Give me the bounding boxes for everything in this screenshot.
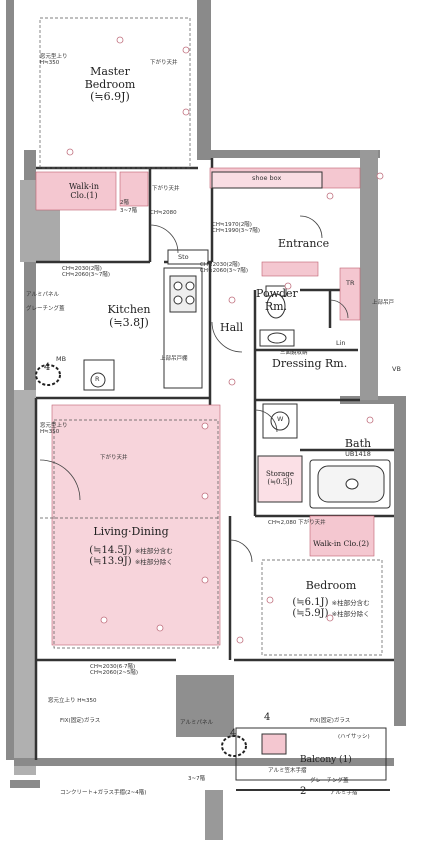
mb-label: MB — [56, 355, 67, 363]
storage-box — [257, 455, 303, 503]
ann-grating-cover: グレーチング蓋 — [26, 306, 65, 312]
ann-fix-glass-balcony: FIX(固定)ガラス — [310, 718, 351, 724]
bath-label: Bath UB1418 — [336, 437, 380, 458]
living-dining-size-1-row: (≒14.5J) ※柱部分含む — [76, 545, 186, 557]
living-dining-size-1: (≒14.5J) — [89, 544, 132, 556]
ann-floor-3-7-bal: 3~7階 — [188, 776, 206, 782]
entrance-label: Entrance — [278, 237, 330, 250]
ann-window-top-master-1: 窓元型上り — [40, 54, 68, 60]
marker-4-kitchen: 4 — [44, 362, 51, 373]
ann-window-top-ld-1: 窓元型上り — [40, 423, 68, 429]
ann-aluminum-rail: アルミ手摺 — [330, 790, 358, 796]
bedroom-note-2: ※柱部分除く — [331, 610, 370, 619]
balcony — [235, 727, 390, 791]
master-bedroom-name-2: Bedroom — [84, 77, 136, 91]
master-bedroom-name-1: Master — [90, 65, 130, 78]
exterior-walls — [6, 0, 406, 840]
powder-rm-name-2: Rm. — [264, 299, 288, 313]
fridge — [83, 359, 115, 391]
outlets — [66, 36, 384, 644]
balcony-label: Balcony (1) — [300, 755, 352, 765]
shoe-box-label: shoe box — [252, 174, 282, 182]
tr-label: TR — [346, 279, 355, 287]
ann-aluminum-panel: アルミパネル — [26, 292, 59, 298]
marker-2-balcony: 2 — [300, 786, 307, 797]
sto-label: Sto — [178, 253, 189, 261]
kitchen-counter — [163, 249, 209, 389]
living-dining-note-2: ※柱部分除く — [134, 558, 173, 567]
living-dining-size-2-row: (≒13.9J) ※柱部分除く — [76, 556, 186, 568]
ann-ch-2030-kitchen: CH≒2030(2階) CH≒2060(3~7階) — [62, 266, 110, 279]
marker-4-balcony-2: 4 — [264, 712, 271, 723]
washer-box — [262, 403, 298, 439]
bedroom-size-1-row: (≒6.1J) ※柱部分含む — [276, 597, 386, 609]
ann-upper-cupboard: 上部吊戸棚 — [160, 356, 188, 362]
walkin-clo1-label: Walk-in Clo.(1) — [64, 182, 104, 200]
kitchen-label: Kitchen (≒3.8J) — [104, 303, 154, 329]
walkin-clo1-name-2: Clo.(1) — [70, 191, 98, 201]
bedroom-label: Bedroom (≒6.1J) ※柱部分含む (≒5.9J) ※柱部分除く — [276, 579, 386, 620]
ann-ceiling-drop-master: 下がり天井 — [150, 60, 178, 66]
ann-double-sash: (ハイサッシ) — [338, 734, 370, 740]
ann-aluminum-panel-bal: アルミパネル — [180, 720, 213, 726]
ann-window-top-ld: 窓元型上り H≒350 — [40, 423, 68, 436]
ann-ceiling-drop-clo: 下がり天井 — [152, 186, 180, 192]
bath-model: UB1418 — [345, 449, 371, 458]
storage-label: Storage (≒0.5J) — [260, 470, 300, 486]
ann-upper-cabinet: 上部吊戸 — [372, 300, 395, 306]
ceiling-outline — [39, 17, 383, 656]
storage-name: Storage — [266, 470, 294, 478]
ann-ch-2080: CH≒2080 — [150, 210, 177, 216]
master-bedroom-label: Master Bedroom (≒6.9J) — [80, 65, 140, 104]
bedroom-name: Bedroom — [305, 579, 357, 592]
ann-window-top-bottom: 窓元立上り H≒350 — [48, 698, 97, 704]
master-bedroom-size: (≒6.9J) — [90, 90, 130, 104]
bedroom-size-1: (≒6.1J) — [292, 596, 329, 608]
bedroom-note-1: ※柱部分含む — [331, 598, 370, 607]
living-dining-name: Living·Dining — [93, 525, 169, 538]
bath-name: Bath — [344, 437, 372, 450]
ann-aluminum-handrail: アルミ笠木手摺 — [268, 768, 307, 774]
ann-grating-cover-bal: グレーチング蓋 — [310, 778, 349, 784]
powder-rm-name-1: Powder — [256, 287, 298, 300]
toilet — [265, 285, 287, 319]
bedroom-size-2-row: (≒5.9J) ※柱部分除く — [276, 608, 386, 620]
ann-bedroom-ch: CH≒2,080 下がり天井 — [268, 520, 326, 526]
dressing-rm-label: Dressing Rm. — [272, 357, 348, 370]
ann-concrete-glass-rail: コンクリート+ガラス手摺(2~4階) — [60, 790, 147, 796]
marker-4-balcony-1: 4 — [230, 728, 237, 739]
ann-window-top-master-2: H≒350 — [40, 60, 60, 67]
lin-label: Lin — [336, 339, 346, 347]
ann-window-top-ld-2: H≒350 — [40, 429, 60, 436]
fridge-label: R — [95, 375, 100, 383]
washer-label: W — [277, 415, 284, 423]
ann-window-top-master: 窓元型上り H≒350 — [40, 54, 68, 67]
living-dining-label: Living·Dining (≒14.5J) ※柱部分含む (≒13.9J) ※… — [76, 525, 186, 568]
hall-label: Hall — [220, 321, 244, 334]
doors — [39, 215, 349, 563]
walkin-clo2-label: Walk-in Clo.(2) — [313, 539, 370, 548]
ann-three-tier-shelf: 三面鏡収納 — [280, 350, 308, 356]
vb-label: VB — [392, 365, 401, 373]
ann-ch-2030-ld: CH≒2030(6·7階) CH≒2060(2~5階) — [90, 664, 138, 677]
dashed-markers — [35, 364, 247, 757]
shoe-storage — [211, 171, 323, 189]
living-dining-note-1: ※柱部分含む — [134, 546, 173, 555]
walkin-clo1-name-1: Walk-in — [69, 182, 99, 191]
storage-size: (≒0.5J) — [267, 478, 293, 487]
living-dining-size-2: (≒13.9J) — [89, 556, 132, 568]
kitchen-name: Kitchen — [107, 303, 151, 316]
kitchen-size: (≒3.8J) — [109, 315, 149, 329]
sink — [259, 329, 295, 347]
ann-fix-glass: FIX(固定)ガラス — [60, 718, 101, 724]
ann-ch-2030-hall: CH≒2030(2階) CH≒2060(3~7階) — [200, 262, 248, 275]
ann-floor-3-7-clo: 3~7階 — [120, 208, 138, 214]
bedroom-size-2: (≒5.9J) — [292, 608, 329, 620]
bath-unit — [309, 459, 391, 509]
ann-ceiling-drop-ld: 下がり天井 — [100, 455, 128, 461]
powder-rm-label: Powder Rm. — [256, 287, 298, 313]
ann-ch-1970-entrance: CH≒1970(2階) CH≒1990(3~7階) — [212, 222, 260, 235]
ann-floor-2-clo: 2階 — [120, 200, 129, 206]
